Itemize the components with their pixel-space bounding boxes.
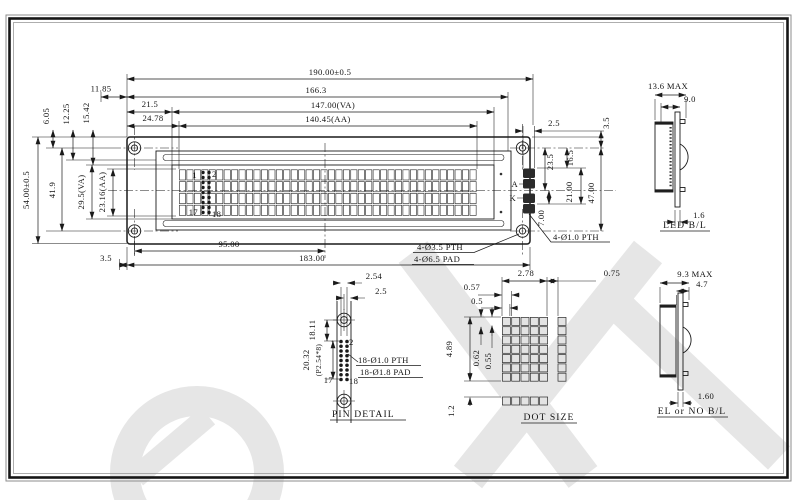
display-window bbox=[171, 164, 495, 220]
dim-25-pin: 2.5 bbox=[375, 286, 387, 296]
anode-label: A bbox=[511, 179, 518, 189]
dim-700: 7.00 bbox=[536, 210, 546, 226]
note-mount-pad: 4-Ø6.5 PAD bbox=[414, 254, 460, 264]
bezel-dot bbox=[499, 210, 503, 214]
dim-419: 41.9 bbox=[47, 182, 57, 198]
note-mount-hole: 4-Ø3.5 PTH bbox=[417, 242, 463, 252]
dim-dot-width: 0.5 bbox=[471, 296, 483, 306]
led-backlight-view: 13.6 MAX 9.0 1.6 LED B/L bbox=[648, 81, 710, 232]
dim-char-gap: 0.75 bbox=[604, 268, 620, 278]
dim-aa-height: 23.16(AA) bbox=[97, 172, 107, 213]
dim-char-height: 4.89 bbox=[444, 341, 454, 357]
pin-label: 17 bbox=[189, 207, 199, 217]
dim-dot-pitch-v: 0.62 bbox=[471, 350, 481, 366]
dim-el-47: 4.7 bbox=[696, 279, 708, 289]
dim-235: 23.5 bbox=[545, 154, 555, 170]
cathode-label: K bbox=[509, 193, 516, 203]
dim-165: 16.5 bbox=[565, 150, 575, 166]
dim-25-right: 2.5 bbox=[548, 118, 560, 128]
dim-pitch: (P2.54*8) bbox=[314, 344, 323, 377]
bezel-dot bbox=[499, 172, 503, 176]
pin-label: 1 bbox=[192, 170, 197, 180]
dim-2100: 21.00 bbox=[564, 181, 574, 202]
note-pin-pad: 18-Ø1.8 PAD bbox=[360, 367, 411, 377]
bezel-bottom-rail bbox=[162, 220, 505, 227]
dim-led-pcb: 1.6 bbox=[693, 210, 705, 220]
dot-matrix-cursor-row bbox=[502, 396, 548, 406]
el-backlight-view: 9.3 MAX 4.7 1.60 EL or NO B/L bbox=[657, 269, 728, 418]
dim-cursor-gap: 1.2 bbox=[446, 405, 456, 417]
dim-char-width: 2.78 bbox=[518, 268, 534, 278]
dim-va-height: 29.5(VA) bbox=[76, 175, 86, 210]
dim-183: 183.00 bbox=[299, 253, 325, 263]
pin-label: 18 bbox=[212, 209, 221, 219]
dimensions-top: 190.00±0.5 166.3 11.85 147.00(VA) 21.5 1… bbox=[41, 67, 534, 220]
dim-bezel-width: 166.3 bbox=[305, 85, 326, 95]
dim-1811: 18.11 bbox=[307, 320, 317, 341]
dim-dot-pitch-h: 0.57 bbox=[464, 282, 481, 292]
note-bl-hole: 4-Ø1.0 PTH bbox=[553, 232, 599, 242]
dim-el-max: 9.3 MAX bbox=[677, 269, 713, 279]
dot-matrix-side-column bbox=[557, 317, 567, 382]
dim-35-bottom: 3.5 bbox=[100, 253, 112, 263]
dim-1185: 11.85 bbox=[91, 84, 112, 94]
dim-aa-width: 140.45(AA) bbox=[305, 114, 350, 124]
led-bl-title: LED B/L bbox=[663, 220, 707, 231]
character-grid bbox=[179, 169, 477, 216]
dim-215: 21.5 bbox=[142, 99, 158, 109]
dim-1542: 15.42 bbox=[81, 102, 91, 123]
dim-overall-width: 190.00±0.5 bbox=[309, 67, 352, 77]
el-bl-title: EL or NO B/L bbox=[658, 406, 727, 417]
dim-led-90: 9.0 bbox=[684, 94, 696, 104]
dim-95: 95.00 bbox=[218, 239, 239, 249]
dim-4700: 47.00 bbox=[586, 182, 596, 203]
note-pin-pth: 18-Ø1.0 PTH bbox=[358, 355, 409, 365]
pin-detail-pins bbox=[339, 339, 349, 382]
dim-el-pcb: 1.60 bbox=[698, 391, 714, 401]
dim-254: 2.54 bbox=[366, 271, 383, 281]
dim-led-max: 13.6 MAX bbox=[648, 81, 688, 91]
dim-2478: 24.78 bbox=[142, 113, 163, 123]
dim-2032: 20.32 bbox=[301, 349, 311, 370]
border-frame bbox=[5, 14, 792, 482]
pin-detail-view: 1 2 17 18 2.54 2.5 18.11 20.32 (P2.54*8)… bbox=[301, 271, 423, 423]
dot-matrix-grid bbox=[502, 317, 548, 382]
pin-header bbox=[201, 170, 211, 215]
dimensions-left: 54.00±0.5 41.9 29.5(VA) 23.16(AA) bbox=[21, 136, 176, 244]
front-view: 1 2 17 18 A K bbox=[108, 124, 616, 258]
dot-size-view: 2.78 0.75 0.57 0.5 4.89 0.62 0.55 1.2 DO… bbox=[444, 268, 620, 424]
pin-detail-title: PIN DETAIL bbox=[332, 409, 395, 420]
pin-label: 18 bbox=[349, 376, 358, 386]
dimensions-bottom: 95.00 183.00 3.5 4-Ø3.5 PTH 4-Ø6.5 PAD bbox=[100, 233, 531, 270]
centerlines bbox=[108, 124, 616, 258]
backlight-pads bbox=[517, 168, 535, 214]
watermark bbox=[110, 240, 790, 500]
dimensions-right: 2.5 3.5 23.5 16.5 21.00 47.00 7.00 4-Ø1.… bbox=[515, 117, 611, 243]
pin-label: 2 bbox=[212, 169, 217, 179]
dot-size-title: DOT SIZE bbox=[524, 412, 575, 423]
pin-label: 2 bbox=[349, 337, 354, 347]
bezel-top-rail bbox=[162, 154, 505, 161]
dim-605: 6.05 bbox=[41, 108, 51, 124]
dim-dot-height: 0.55 bbox=[483, 353, 493, 369]
dim-va-width: 147.00(VA) bbox=[311, 100, 355, 110]
pin-label: 17 bbox=[324, 375, 334, 385]
dim-1225: 12.25 bbox=[61, 103, 71, 124]
dim-overall-height: 54.00±0.5 bbox=[21, 171, 31, 209]
dim-35-top-right: 3.5 bbox=[601, 117, 611, 129]
